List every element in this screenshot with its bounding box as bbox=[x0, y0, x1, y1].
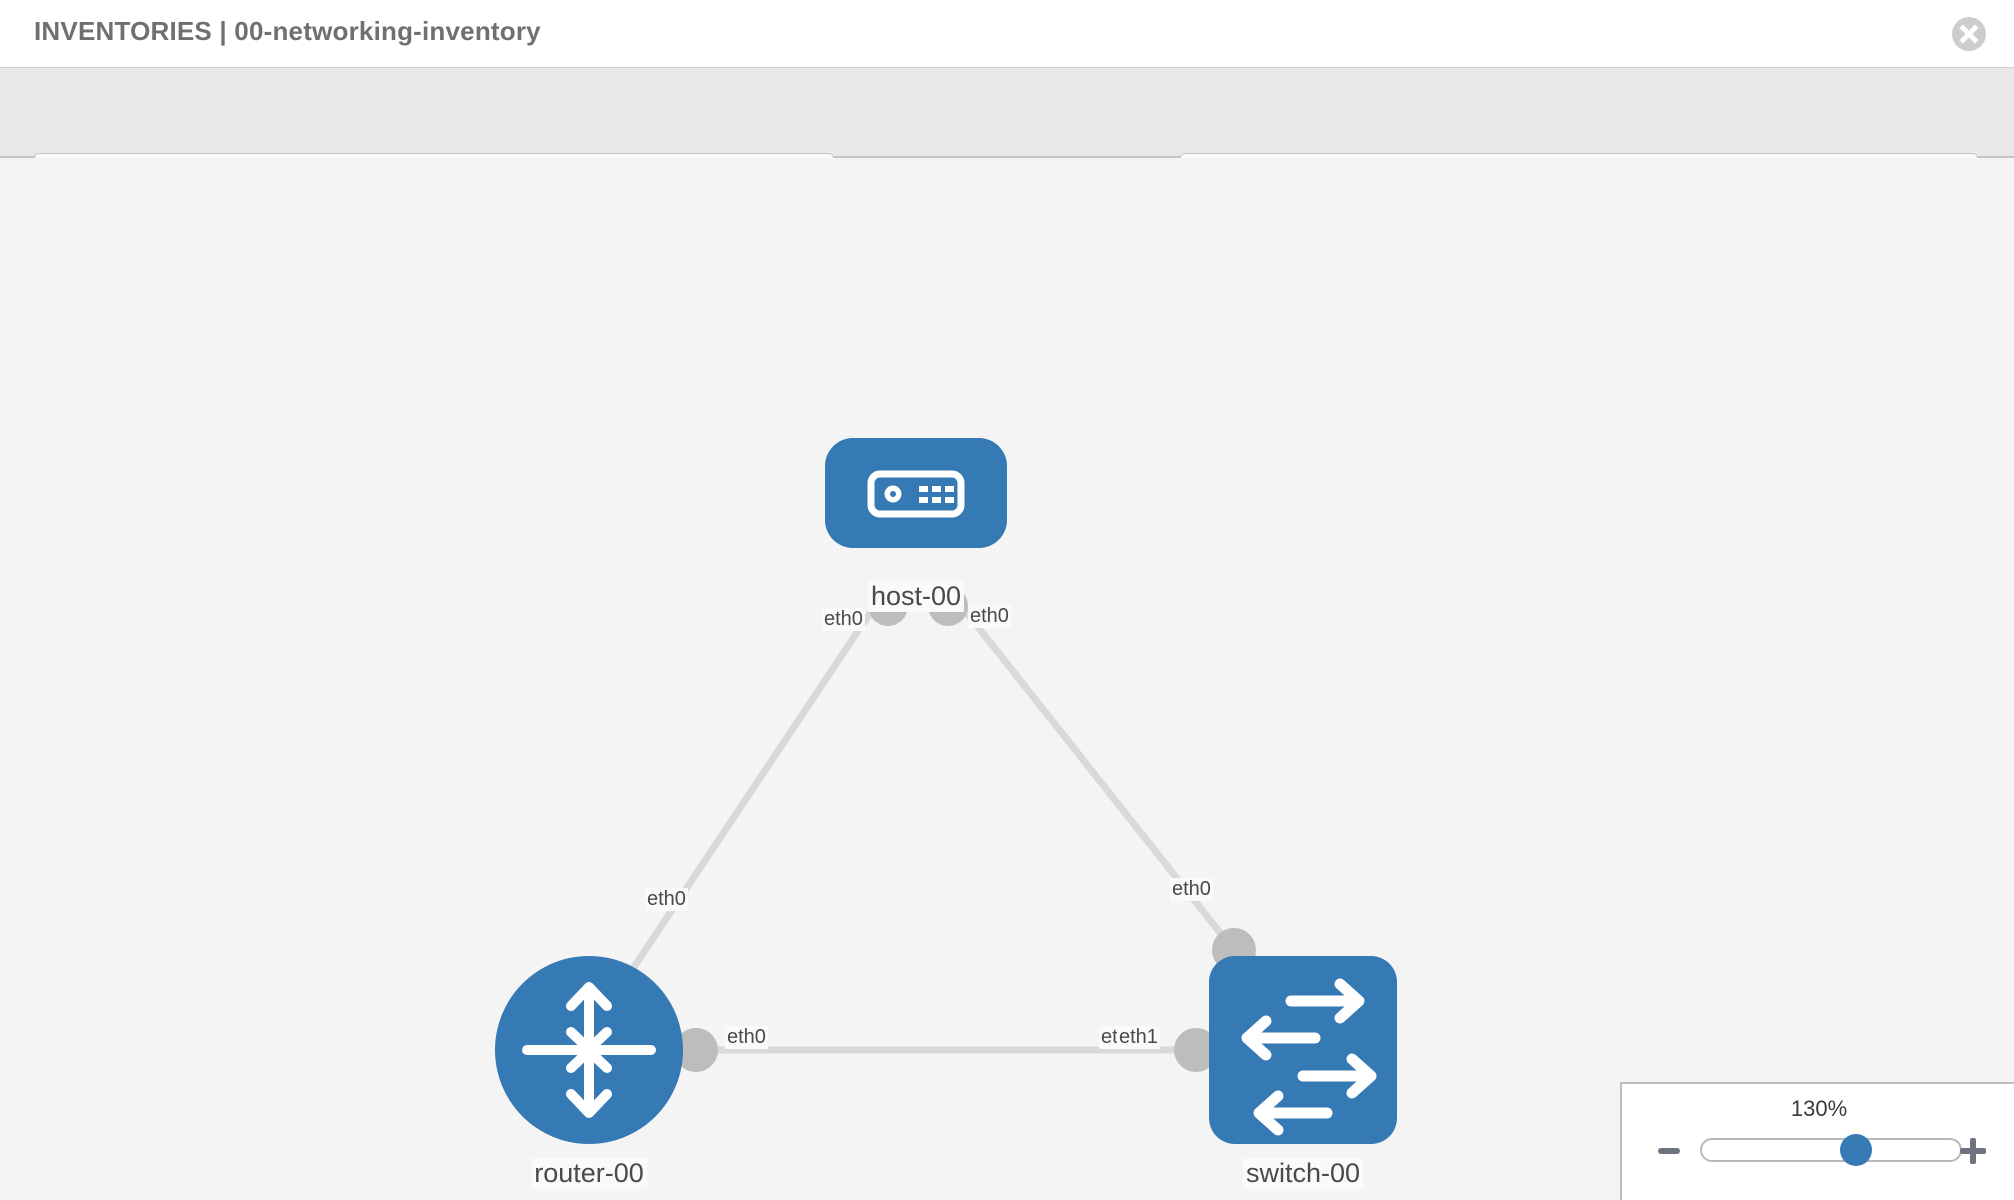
topology-canvas[interactable]: host-00 router-00 switch-00 eth0 eth0 et… bbox=[0, 158, 2014, 1200]
connector-dot bbox=[1174, 1028, 1218, 1072]
interface-label: eth0 bbox=[725, 1026, 768, 1049]
page-header: INVENTORIES | 00-networking-inventory bbox=[0, 0, 2014, 68]
node-label-router-00: router-00 bbox=[531, 1158, 647, 1189]
page-title: INVENTORIES | 00-networking-inventory bbox=[34, 16, 541, 46]
topology-graph bbox=[495, 438, 1397, 1144]
zoom-level-value: 130% bbox=[1790, 1096, 1848, 1121]
node-label-switch-00: switch-00 bbox=[1242, 1158, 1364, 1189]
close-icon[interactable] bbox=[1952, 17, 1986, 51]
node-label-host-00: host-00 bbox=[867, 581, 965, 612]
zoom-slider-track[interactable] bbox=[1700, 1138, 1962, 1162]
server-icon bbox=[867, 470, 965, 518]
zoom-control-panel: 130% bbox=[1620, 1082, 2014, 1200]
interface-label: eth0 bbox=[1170, 878, 1213, 901]
zoom-slider-thumb[interactable] bbox=[1840, 1134, 1872, 1166]
router-arrows-icon bbox=[522, 982, 656, 1118]
interface-label: eth0 bbox=[645, 888, 688, 911]
link-host00-router00 bbox=[617, 596, 883, 990]
plus-icon[interactable] bbox=[1960, 1138, 1986, 1164]
minus-icon[interactable] bbox=[1658, 1148, 1680, 1154]
topology-links bbox=[617, 595, 1243, 1054]
interface-label: eth0 bbox=[822, 608, 865, 631]
toolbar: ACTIONS SEARCH bbox=[0, 68, 2014, 211]
interface-label: eth1 bbox=[1117, 1026, 1160, 1049]
interface-label: eth0 bbox=[968, 605, 1011, 628]
switch-arrows-icon bbox=[1241, 978, 1377, 1136]
node-router-00[interactable] bbox=[495, 956, 683, 1144]
node-switch-00[interactable] bbox=[1209, 956, 1397, 1144]
node-host-00[interactable] bbox=[825, 438, 1007, 548]
interface-connectors bbox=[674, 586, 1256, 1072]
connector-dot bbox=[674, 1028, 718, 1072]
link-host00-switch00 bbox=[952, 595, 1243, 961]
